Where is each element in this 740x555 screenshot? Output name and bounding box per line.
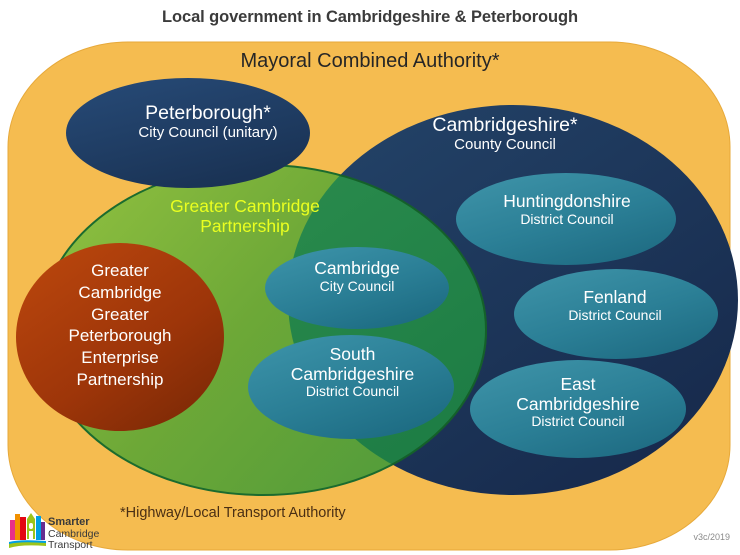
logo-line-2: Cambridge Transport xyxy=(48,527,100,551)
region-cambridge-city[interactable] xyxy=(265,247,449,329)
logo-building-icon xyxy=(9,511,46,548)
region-huntingdonshire[interactable] xyxy=(456,173,676,265)
region-peterborough[interactable] xyxy=(66,78,310,188)
region-gcgp-enterprise-partnership[interactable] xyxy=(16,243,224,431)
logo-line-1: Smarter xyxy=(48,516,90,528)
smarter-cambridge-transport-logo[interactable]: Smarter Cambridge Transport xyxy=(8,506,138,551)
region-fenland[interactable] xyxy=(514,269,718,359)
region-east-cambridgeshire[interactable] xyxy=(470,360,686,458)
region-south-cambridgeshire[interactable] xyxy=(248,335,454,439)
page-title: Local government in Cambridgeshire & Pet… xyxy=(162,8,578,26)
logo-wordmark: Smarter Cambridge Transport xyxy=(48,516,138,551)
